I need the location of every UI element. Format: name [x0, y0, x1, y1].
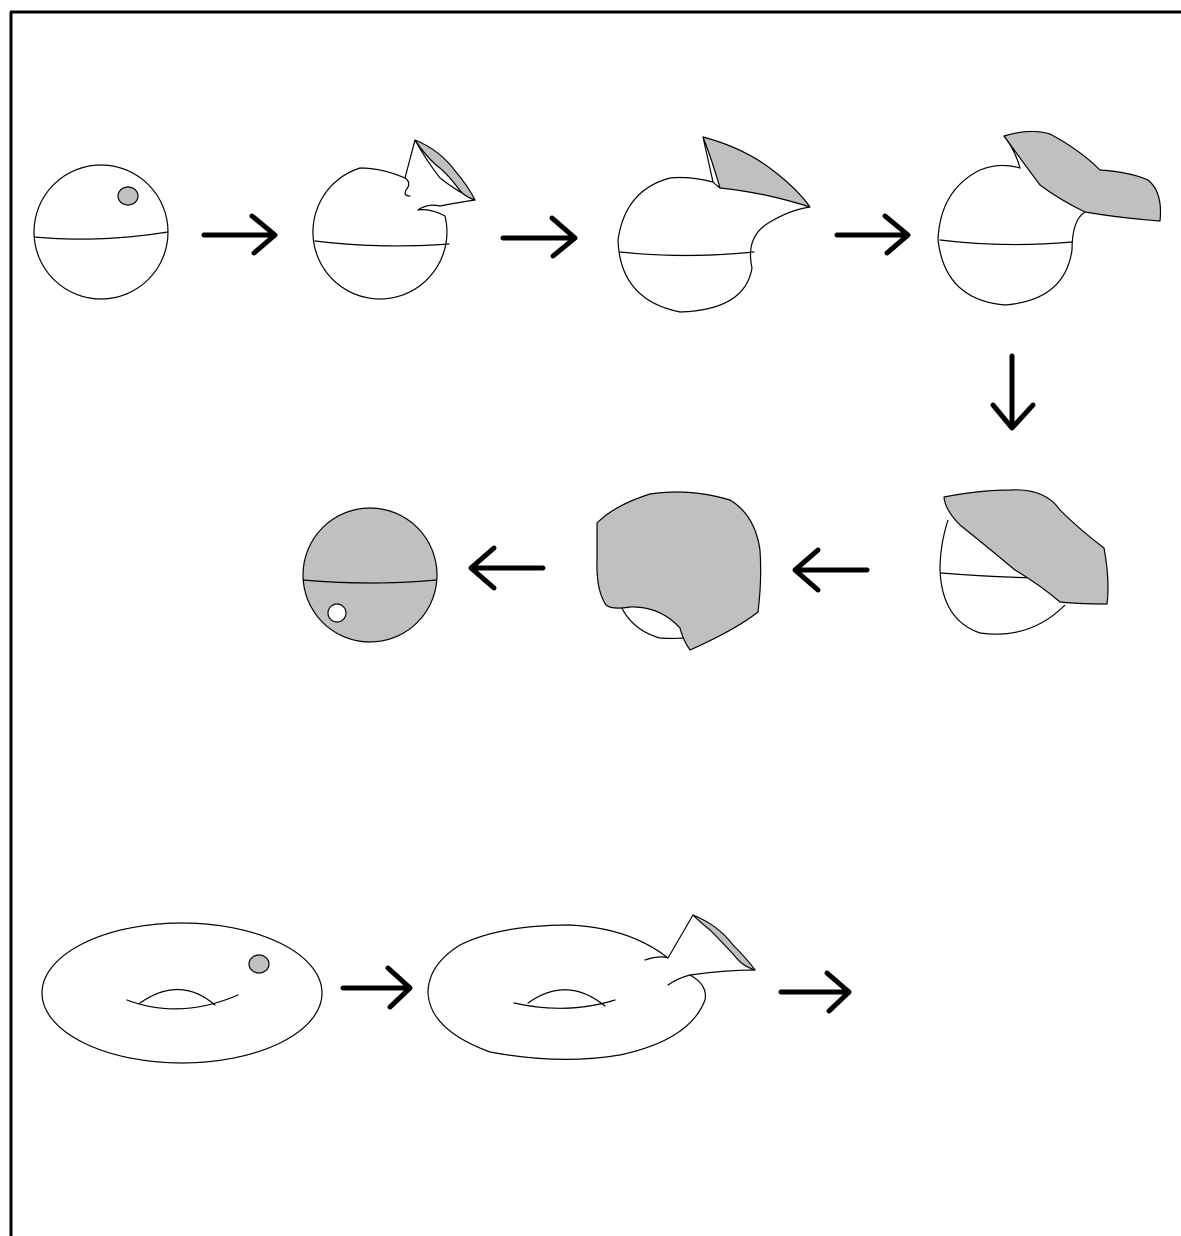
sphere-stage-7 [302, 507, 438, 643]
sphere-stage-1 [33, 164, 169, 300]
torus-arrow-right-2 [778, 970, 852, 1014]
frame [9, 10, 1181, 1236]
sphere-stage-6 [596, 491, 762, 651]
sphere-stage-4 [937, 130, 1162, 306]
arrow-down [990, 353, 1036, 431]
sphere-stage-2 [312, 139, 476, 300]
sphere-stage-3 [617, 136, 811, 313]
arrow-right-3 [834, 213, 911, 256]
arrow-left-1 [792, 547, 870, 593]
torus-stage-1 [41, 922, 323, 1064]
torus-arrow-right-1 [340, 965, 413, 1010]
sphere-stage-5 [939, 489, 1109, 635]
arrow-left-2 [468, 545, 546, 591]
arrow-right-2 [500, 215, 578, 259]
torus-stage-2 [427, 914, 756, 1060]
arrow-right-1 [201, 213, 278, 256]
